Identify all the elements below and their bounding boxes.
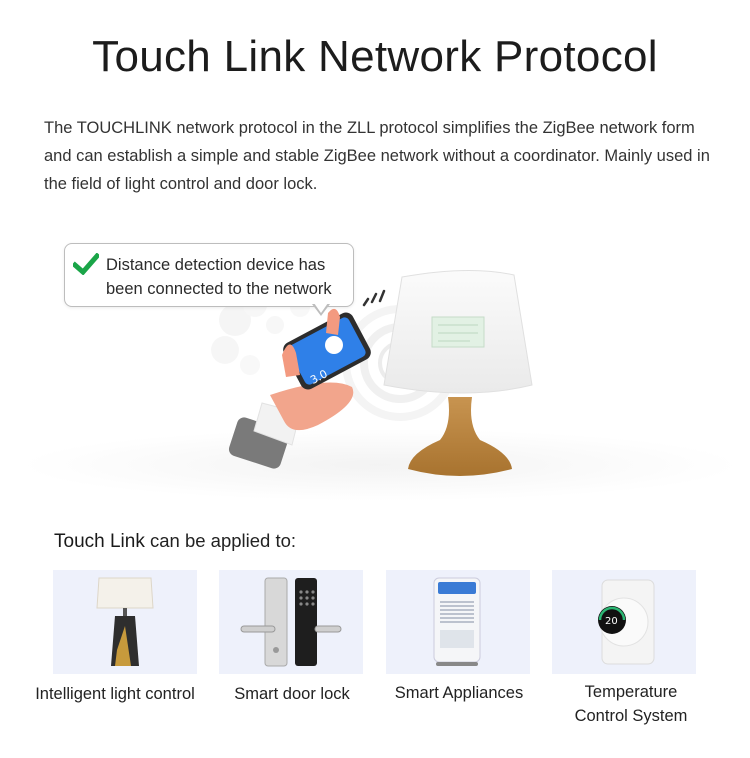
application-label-appliances: Smart Appliances — [394, 684, 524, 702]
application-card-thermostat: 20 — [552, 570, 696, 674]
thermostat-icon: 20 — [598, 579, 655, 665]
air-cooler-icon — [433, 577, 481, 666]
application-label-light: Intelligent light control — [35, 685, 195, 703]
application-card-light — [53, 570, 197, 674]
touchlink-illustration: 3.0 — [20, 269, 740, 501]
thermostat-reading: 20 — [605, 616, 618, 627]
notification-line-1: Distance detection device has — [106, 256, 326, 274]
motion-blur-decoration — [211, 293, 310, 375]
signal-ticks — [362, 289, 386, 307]
application-label-thermostat-line-2: Control System — [574, 707, 688, 725]
applications-heading-rest: can be applied to: — [144, 530, 297, 551]
connection-notification-bubble: Distance detection device has been conne… — [64, 243, 354, 307]
applications-heading: Touch Link can be applied to: — [54, 530, 296, 553]
application-label-thermostat-line-1: Temperature — [584, 683, 678, 701]
lamp-icon — [96, 577, 154, 666]
application-card-door-lock — [219, 570, 363, 674]
lamp-illustration — [383, 269, 533, 476]
check-icon — [73, 253, 99, 275]
bubble-tail-inner — [314, 303, 328, 313]
notification-line-2: been connected to the network — [106, 280, 332, 298]
page-title: Touch Link Network Protocol — [92, 32, 658, 81]
application-label-thermostat: Temperature Control System — [552, 680, 710, 728]
notification-text: Distance detection device has been conne… — [106, 253, 332, 301]
door-lock-icon — [240, 577, 342, 667]
hand-with-phone: 3.0 — [228, 308, 371, 469]
application-card-appliances — [386, 570, 530, 674]
touchlink-brand: Touch Link — [54, 531, 145, 552]
application-label-door-lock: Smart door lock — [234, 685, 350, 703]
intro-paragraph: The TOUCHLINK network protocol in the ZL… — [44, 119, 710, 193]
